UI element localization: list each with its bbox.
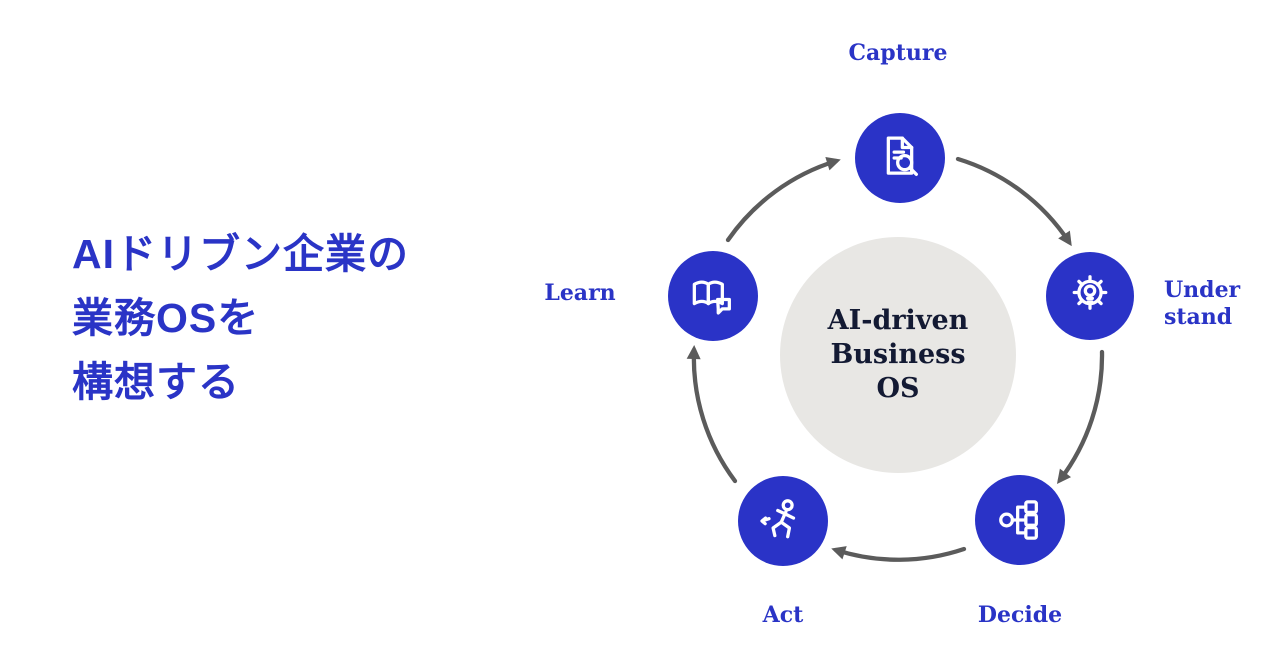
branch-decision-icon	[999, 500, 1038, 540]
page-title-line: 構想する	[72, 359, 240, 405]
node-decide	[975, 475, 1065, 565]
document-search-icon	[886, 136, 918, 176]
label-decide: Decide	[977, 602, 1063, 628]
label-understand-line: Under	[1164, 277, 1241, 303]
node-act	[738, 476, 828, 566]
label-act: Act	[762, 602, 804, 628]
open-book-icon	[692, 280, 731, 315]
label-understand-line: stand	[1164, 304, 1233, 330]
arrow-capture-to-understand	[955, 156, 1072, 247]
label-capture: Capture	[848, 40, 948, 66]
page-title: AIドリブン企業の 業務OSを 構想する	[72, 222, 409, 414]
node-understand	[1046, 252, 1134, 340]
node-learn	[668, 251, 758, 341]
label-learn: Learn	[544, 280, 616, 306]
arrow-understand-to-decide	[1056, 349, 1105, 484]
page-title-line: AIドリブン企業の	[72, 231, 409, 277]
node-capture	[855, 113, 945, 203]
arrow-act-to-learn	[686, 345, 738, 484]
center-label-line: AI-driven	[827, 305, 969, 336]
arrow-decide-to-act	[831, 546, 967, 562]
center-label-line: Business	[830, 339, 966, 370]
label-understand: Under stand	[1164, 277, 1240, 331]
center-label-line: OS	[876, 373, 920, 404]
gear-lightbulb-icon	[1072, 275, 1108, 310]
arrow-learn-to-capture	[725, 156, 841, 243]
running-person-icon	[760, 499, 796, 539]
center-circle: AI-driven Business OS	[780, 237, 1016, 473]
page-title-line: 業務OSを	[72, 295, 260, 341]
